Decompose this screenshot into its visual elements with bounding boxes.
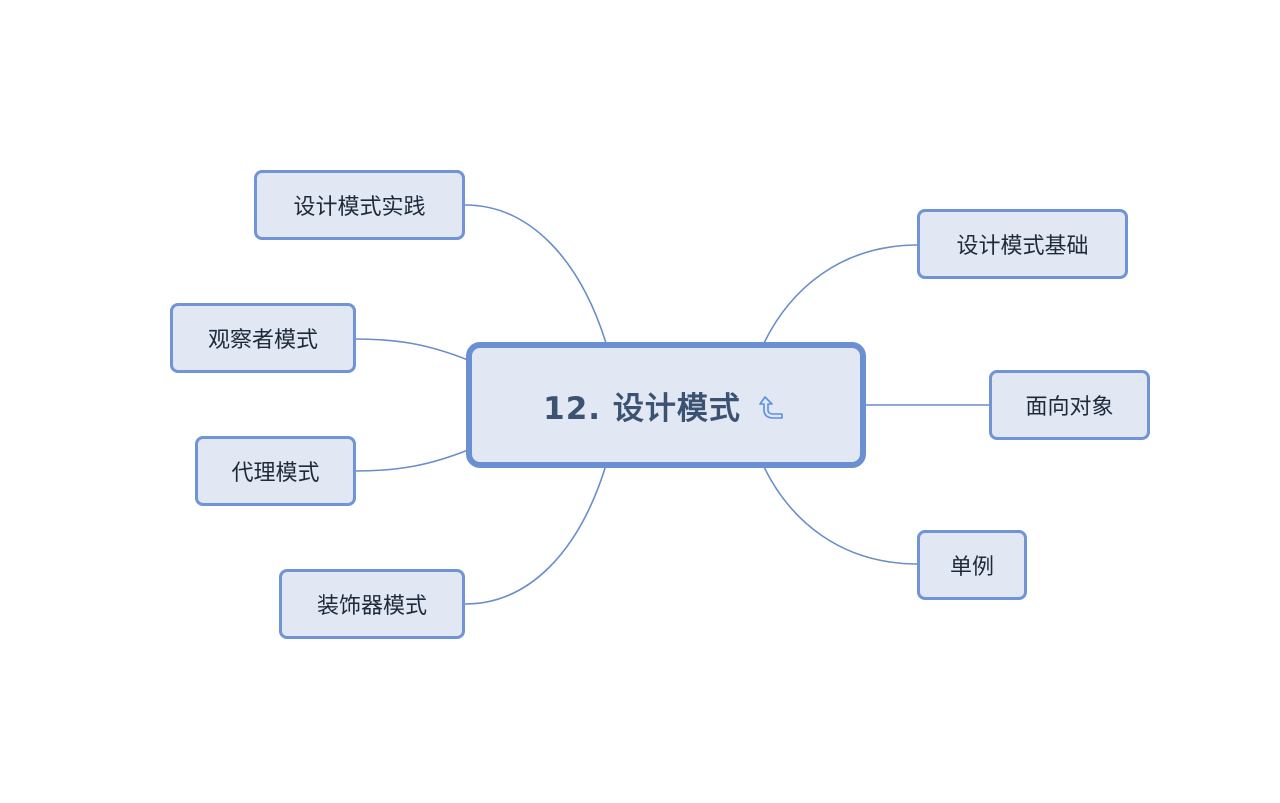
node-label: 观察者模式: [207, 328, 318, 353]
node-singleton[interactable]: 单例: [917, 530, 1027, 600]
node-object-oriented[interactable]: 面向对象: [989, 370, 1150, 440]
node-label: 单例: [949, 555, 994, 580]
connector-basics: [763, 244, 919, 344]
node-design-pattern-basics[interactable]: 设计模式基础: [917, 209, 1128, 279]
node-label: 装饰器模式: [316, 594, 427, 619]
node-observer-pattern[interactable]: 观察者模式: [170, 303, 356, 373]
connector-proxy: [354, 449, 469, 472]
root-title: 12. 设计模式: [543, 390, 741, 427]
node-label: 设计模式实践: [293, 195, 426, 220]
node-label: 设计模式基础: [956, 234, 1089, 259]
node-design-pattern-practice[interactable]: 设计模式实践: [254, 170, 465, 240]
connector-practice: [464, 204, 607, 344]
connector-observer: [354, 338, 469, 361]
connector-decorator: [464, 464, 607, 605]
node-label: 代理模式: [231, 461, 320, 486]
node-decorator-pattern[interactable]: 装饰器模式: [279, 569, 465, 639]
node-label: 面向对象: [1025, 395, 1114, 420]
return-arrow-icon[interactable]: [757, 389, 789, 421]
connector-singleton: [763, 466, 919, 565]
node-proxy-pattern[interactable]: 代理模式: [195, 436, 356, 506]
root-node[interactable]: 12. 设计模式: [466, 342, 866, 468]
